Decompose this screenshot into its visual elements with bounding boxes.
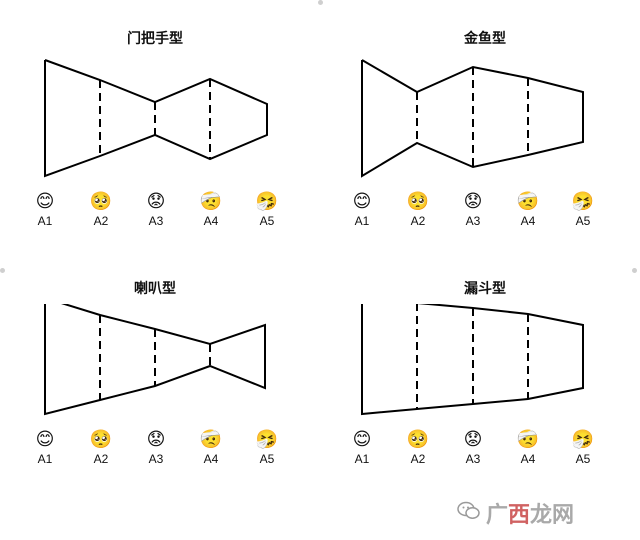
stage-label: A3 [148, 452, 164, 466]
corner-mark-top [318, 0, 323, 5]
stage-label: A2 [93, 214, 109, 228]
sneezing-face-icon: 🤧 [255, 191, 279, 212]
panel-title: 漏斗型 [464, 281, 506, 297]
stage-label: A1 [37, 452, 53, 466]
smiling-face-icon: 😊 [35, 191, 55, 212]
panel-title: 喇叭型 [134, 281, 176, 297]
stage-a2: 🥺 A2 [81, 191, 121, 229]
pleading-face-icon: 🥺 [406, 429, 430, 450]
stage-a5: 🤧 A5 [247, 429, 287, 467]
watermark-text-part: 广 [486, 503, 509, 528]
stage-label: A5 [259, 452, 275, 466]
stage-a5: 🤧 A5 [247, 191, 287, 229]
stage-a1: 😊 A1 [25, 191, 65, 229]
stage-a2: 🥺 A2 [81, 429, 121, 467]
corner-mark-left [0, 268, 5, 273]
stage-label: A4 [203, 452, 219, 466]
stage-a1: 😊 A1 [342, 429, 382, 467]
watermark-text-part: 龙网 [530, 503, 575, 528]
stage-a5: 🤧 A5 [563, 429, 603, 467]
panel-title: 金鱼型 [464, 31, 506, 47]
pleading-face-icon: 🥺 [89, 191, 113, 212]
panel-title: 门把手型 [127, 31, 183, 47]
emoji-row: 😊 A1 🥺 A2 😟 A3 🤕 A4 🤧 A5 [20, 192, 310, 248]
stage-label: A3 [465, 452, 481, 466]
stage-a1: 😊 A1 [25, 429, 65, 467]
stage-label: A2 [410, 214, 426, 228]
stage-label: A1 [354, 214, 370, 228]
stage-label: A5 [575, 214, 591, 228]
watermark-text-accent: 西 [508, 503, 531, 528]
stage-label: A4 [203, 214, 219, 228]
pleading-face-icon: 🥺 [406, 191, 430, 212]
sneezing-face-icon: 🤧 [571, 191, 595, 212]
stage-a4: 🤕 A4 [508, 429, 548, 467]
panel-funnel: 漏斗型 😊 A1 🥺 A2 😟 A3 🤕 A4 🤧 A5 [340, 278, 630, 533]
emoji-row: 😊 A1 🥺 A2 😟 A3 🤕 A4 🤧 A5 [20, 430, 310, 486]
sneezing-face-icon: 🤧 [255, 429, 279, 450]
stage-label: A4 [520, 214, 536, 228]
stage-label: A5 [575, 452, 591, 466]
stage-label: A1 [37, 214, 53, 228]
stage-a4: 🤕 A4 [191, 429, 231, 467]
stage-label: A2 [410, 452, 426, 466]
stage-a1: 😊 A1 [342, 191, 382, 229]
stage-label: A3 [148, 214, 164, 228]
stage-label: A1 [354, 452, 370, 466]
panel-trumpet: 喇叭型 😊 A1 🥺 A2 😟 A3 🤕 A4 🤧 A5 [20, 278, 310, 533]
worried-face-icon: 😟 [146, 429, 166, 450]
panel-goldfish: 金鱼型 😊 A1 🥺 A2 😟 A3 🤕 A4 🤧 A5 [340, 28, 630, 283]
trumpet-shape-diagram [44, 304, 266, 416]
goldfish-shape-diagram [361, 59, 584, 178]
stage-a3: 😟 A3 [136, 191, 176, 229]
stage-a3: 😟 A3 [453, 429, 493, 467]
stage-a3: 😟 A3 [136, 429, 176, 467]
stage-a5: 🤧 A5 [563, 191, 603, 229]
bandage-face-icon: 🤕 [516, 429, 540, 450]
sneezing-face-icon: 🤧 [571, 429, 595, 450]
smiling-face-icon: 😊 [352, 429, 372, 450]
stage-label: A4 [520, 452, 536, 466]
watermark: 广西龙网 [456, 494, 626, 530]
stage-a2: 🥺 A2 [398, 191, 438, 229]
stage-a4: 🤕 A4 [508, 191, 548, 229]
stage-label: A5 [259, 214, 275, 228]
smiling-face-icon: 😊 [35, 429, 55, 450]
stage-a2: 🥺 A2 [398, 429, 438, 467]
bandage-face-icon: 🤕 [199, 191, 223, 212]
pleading-face-icon: 🥺 [89, 429, 113, 450]
watermark-text: 广西龙网 [486, 497, 574, 529]
panel-doorknob: 门把手型 😊 A1 🥺 A2 😟 A3 🤕 A4 🤧 A5 [20, 28, 310, 283]
smiling-face-icon: 😊 [352, 191, 372, 212]
funnel-shape-diagram [361, 304, 584, 416]
bandage-face-icon: 🤕 [516, 191, 540, 212]
worried-face-icon: 😟 [463, 191, 483, 212]
emoji-row: 😊 A1 🥺 A2 😟 A3 🤕 A4 🤧 A5 [340, 192, 630, 248]
stage-a4: 🤕 A4 [191, 191, 231, 229]
bandage-face-icon: 🤕 [199, 429, 223, 450]
stage-label: A3 [465, 214, 481, 228]
worried-face-icon: 😟 [463, 429, 483, 450]
worried-face-icon: 😟 [146, 191, 166, 212]
emoji-row: 😊 A1 🥺 A2 😟 A3 🤕 A4 🤧 A5 [340, 430, 630, 486]
doorknob-shape-diagram [44, 59, 268, 178]
wechat-icon [457, 501, 480, 519]
corner-mark-right [632, 268, 637, 273]
stage-label: A2 [93, 452, 109, 466]
stage-a3: 😟 A3 [453, 191, 493, 229]
